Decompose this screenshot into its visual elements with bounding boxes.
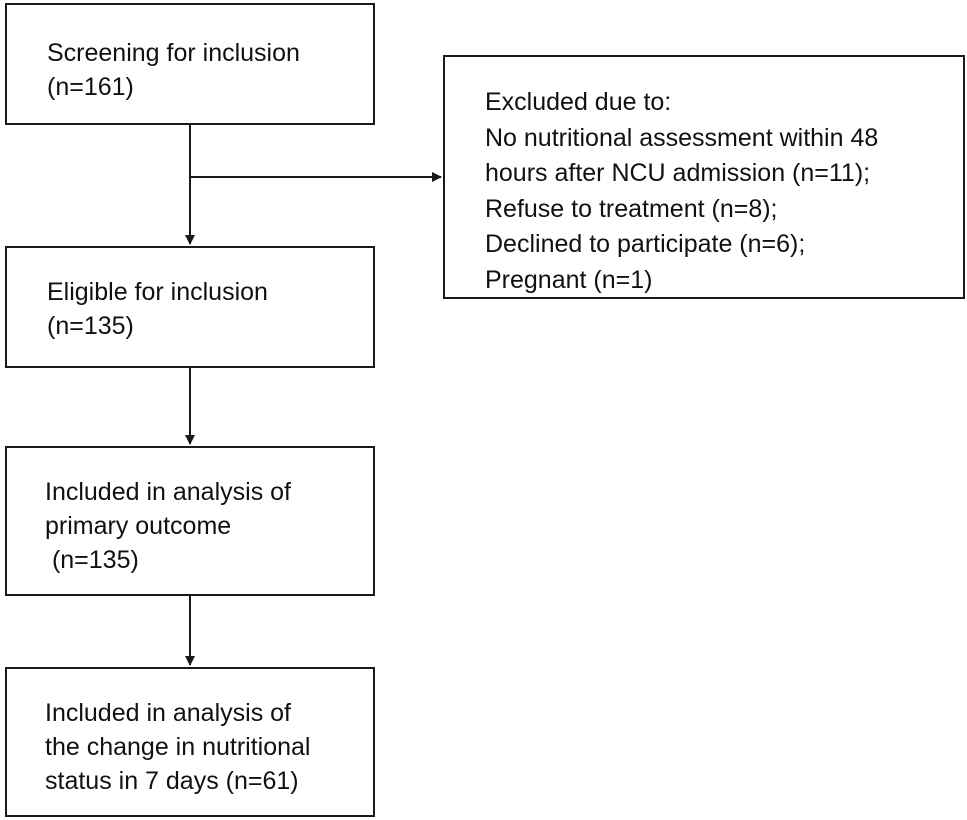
change-label-line-1: Included in analysis of [45,699,291,727]
primary-count: (n=135) [45,546,139,574]
screening-label: Screening for inclusion [47,39,300,67]
change-label-line-2: the change in nutritional [45,733,311,761]
screening-count: (n=161) [47,73,134,101]
primary-outcome-box: Included in analysis of primary outcome … [5,446,375,596]
eligible-label: Eligible for inclusion [47,278,268,306]
screening-box: Screening for inclusion (n=161) [5,3,375,125]
change-label-line-3: status in 7 days (n=61) [45,767,299,795]
primary-label-line-1: Included in analysis of [45,478,291,506]
eligible-box: Eligible for inclusion (n=135) [5,246,375,368]
excluded-reason-line-2: hours after NCU admission (n=11); [485,159,871,187]
nutritional-change-box: Included in analysis of the change in nu… [5,667,375,817]
excluded-reason-line-1: No nutritional assessment within 48 [485,123,879,152]
excluded-box: Excluded due to: No nutritional assessme… [443,55,965,299]
eligible-count: (n=135) [47,312,134,340]
excluded-reason-refuse: Refuse to treatment (n=8); [485,194,778,223]
excluded-reason-declined: Declined to participate (n=6); [485,230,806,258]
excluded-reason-pregnant: Pregnant (n=1) [485,265,653,294]
excluded-heading: Excluded due to: [485,88,672,116]
primary-label-line-2: primary outcome [45,512,232,540]
